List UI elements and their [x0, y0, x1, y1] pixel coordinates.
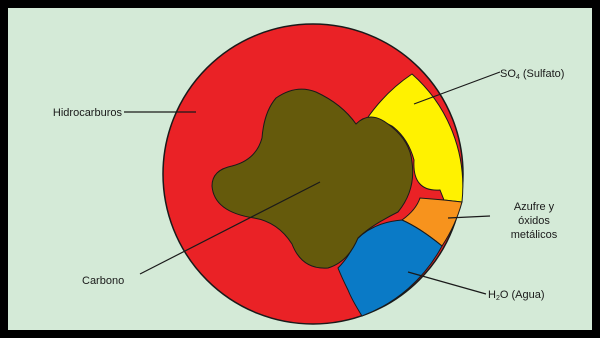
sulfato-formula: SO	[500, 68, 516, 80]
sulfato-label: SO4 (Sulfato)	[500, 68, 564, 81]
azufre-label-line3: metálicos	[511, 229, 558, 241]
agua-leader	[408, 272, 486, 294]
agua-label: H2O (Agua)	[488, 289, 545, 302]
hidrocarburos-label: Hidrocarburos	[53, 107, 123, 119]
azufre-label-line2: óxidos	[518, 215, 550, 227]
carbono-label: Carbono	[82, 275, 124, 287]
agua-formula: H	[488, 289, 496, 301]
azufre-label-line1: Azufre y	[514, 201, 555, 213]
sulfato-name: (Sulfato)	[520, 68, 565, 80]
agua-name: O (Agua)	[500, 289, 545, 301]
